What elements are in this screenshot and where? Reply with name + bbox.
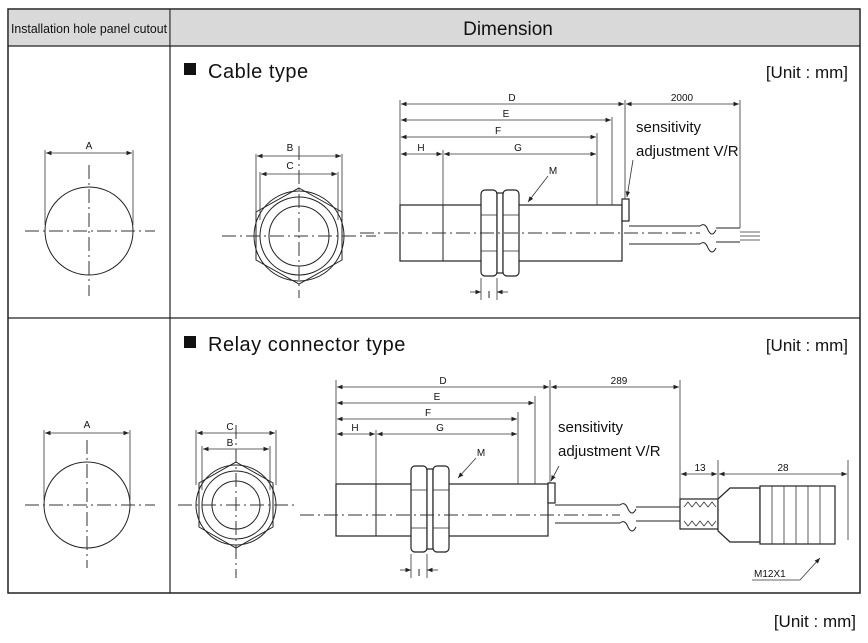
cable-unit-label: [Unit : mm] (766, 63, 848, 82)
relay-cutout-drawing (25, 430, 155, 568)
relay-front-view (178, 425, 296, 578)
relay-side-view (300, 380, 849, 581)
bullet-square-icon (184, 336, 196, 348)
relay-connector-dim-28: 28 (777, 463, 789, 474)
relay-connector-thread-label: M12X1 (754, 569, 786, 580)
cable-length-label: 2000 (671, 93, 694, 104)
relay-label-d: D (439, 376, 446, 387)
header-panel-cutout: Installation hole panel cutout (11, 21, 167, 36)
cable-front-label-c: C (286, 161, 293, 172)
relay-label-m: M (477, 448, 485, 459)
relay-cutout-label-a: A (84, 420, 91, 431)
cable-cutout-label-a: A (86, 141, 93, 152)
cable-sensitivity-line2: adjustment V/R (636, 143, 739, 160)
cable-sensitivity-line1: sensitivity (636, 119, 702, 136)
footer-unit-label: [Unit : mm] (774, 612, 856, 631)
relay-sensitivity-line2: adjustment V/R (558, 443, 661, 460)
relay-label-f: F (425, 408, 431, 419)
relay-section-title: Relay connector type (208, 334, 406, 356)
cable-label-e: E (503, 109, 510, 120)
cable-label-i: I (488, 290, 491, 301)
relay-label-i: I (418, 568, 421, 579)
cable-label-m: M (549, 166, 557, 177)
cable-label-h: H (417, 143, 424, 154)
cable-section: Cable type [Unit : mm] A B (25, 61, 848, 301)
cable-label-g: G (514, 143, 522, 154)
relay-front-label-b: B (227, 438, 234, 449)
relay-section: Relay connector type [Unit : mm] A (25, 334, 849, 581)
cable-label-d: D (508, 93, 515, 104)
bullet-square-icon (184, 63, 196, 75)
relay-label-g: G (436, 423, 444, 434)
cable-side-view (360, 100, 760, 300)
cable-section-title: Cable type (208, 61, 309, 83)
relay-label-h: H (351, 423, 358, 434)
header-dimension: Dimension (463, 19, 553, 40)
relay-connector-dim-13: 13 (694, 463, 706, 474)
relay-cable-length-label: 289 (611, 376, 628, 387)
relay-sensitivity-line1: sensitivity (558, 419, 624, 436)
relay-label-e: E (434, 392, 441, 403)
table-frame (7, 8, 861, 594)
cable-front-label-b: B (287, 143, 294, 154)
cable-cutout-drawing (25, 150, 155, 296)
relay-front-label-c: C (226, 422, 233, 433)
cable-front-view (222, 146, 376, 298)
cable-label-f: F (495, 126, 501, 137)
relay-unit-label: [Unit : mm] (766, 336, 848, 355)
